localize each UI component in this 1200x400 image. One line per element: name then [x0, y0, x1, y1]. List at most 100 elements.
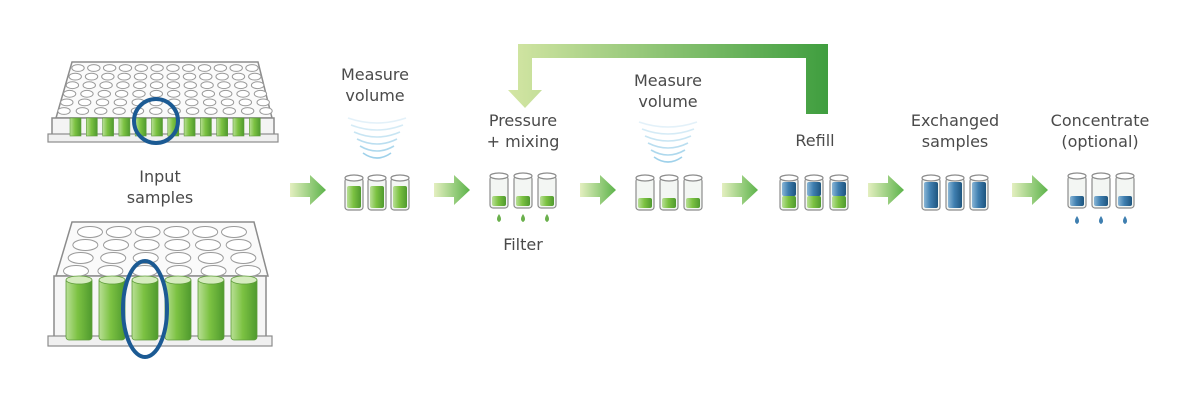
well	[132, 89, 146, 98]
concentrate-tube	[1067, 172, 1087, 224]
step-arrow	[868, 175, 904, 205]
well	[113, 98, 128, 107]
well	[219, 89, 233, 98]
well	[182, 72, 197, 81]
well	[116, 81, 130, 90]
measure-wave-icon	[638, 121, 698, 163]
sample-tube	[151, 117, 163, 137]
well	[80, 89, 94, 98]
sample-tube	[390, 174, 410, 211]
step-arrow	[580, 175, 616, 205]
sample-tube	[118, 117, 131, 137]
highlight-ring	[121, 259, 169, 359]
well	[95, 98, 110, 107]
well	[62, 89, 77, 98]
sample-tube	[367, 174, 387, 211]
well	[235, 265, 261, 277]
well	[57, 107, 71, 115]
well	[87, 64, 101, 72]
well	[103, 239, 129, 251]
well	[112, 107, 126, 115]
refill-tube	[779, 174, 799, 211]
sample-tube	[635, 174, 655, 211]
24-well-plate	[47, 221, 273, 359]
drop	[1075, 216, 1079, 224]
well	[149, 81, 164, 90]
sample-tube	[200, 117, 212, 137]
concentrate-tube	[1115, 172, 1135, 224]
well	[245, 64, 259, 72]
well	[183, 81, 197, 90]
well	[192, 226, 219, 238]
well	[166, 64, 180, 72]
concentrate-tube	[1091, 172, 1111, 224]
well	[133, 72, 148, 81]
well	[75, 107, 90, 115]
well	[201, 89, 216, 98]
well	[105, 226, 132, 238]
well	[118, 64, 133, 72]
pressure-mixing-label: Pressure+ mixing	[486, 111, 560, 151]
well	[150, 72, 164, 81]
well	[200, 81, 214, 90]
step-arrow	[434, 175, 470, 205]
96-well-plate	[47, 61, 279, 145]
well	[150, 64, 164, 72]
well	[253, 89, 268, 98]
sample-tube	[683, 174, 703, 211]
well	[166, 89, 181, 98]
refill-tube	[829, 174, 849, 211]
well	[134, 64, 148, 72]
well	[248, 72, 262, 81]
well	[82, 81, 96, 90]
well	[217, 81, 231, 90]
well	[256, 98, 270, 107]
well	[236, 89, 250, 98]
well	[185, 107, 200, 115]
well	[240, 107, 255, 115]
well	[231, 72, 246, 81]
sample-tube	[659, 174, 679, 211]
sample-tube	[183, 117, 196, 137]
drop	[1099, 216, 1103, 224]
well	[230, 252, 257, 264]
sample-tube	[131, 277, 159, 341]
filter-tube	[513, 172, 533, 222]
well	[204, 107, 218, 115]
sample-tube	[249, 117, 261, 137]
well	[229, 64, 243, 72]
well	[149, 107, 163, 115]
well	[133, 239, 160, 251]
refill-label: Refill	[795, 131, 835, 150]
well	[100, 252, 127, 264]
well	[133, 81, 147, 90]
step-arrow	[1012, 175, 1048, 205]
well	[67, 252, 94, 264]
well	[213, 64, 228, 72]
well	[215, 72, 229, 81]
measure-wave-icon	[347, 117, 407, 159]
well	[202, 98, 217, 107]
well	[71, 64, 85, 72]
repeat-loop-arrow	[508, 44, 828, 114]
well	[101, 72, 115, 81]
sample-tube	[230, 277, 258, 341]
well	[222, 107, 236, 115]
well	[134, 226, 161, 238]
well	[166, 72, 180, 81]
well	[250, 81, 265, 90]
well	[238, 98, 253, 107]
well	[185, 98, 199, 107]
well	[220, 98, 235, 107]
well	[199, 72, 213, 81]
sample-tube	[216, 117, 228, 137]
highlight-ring	[132, 97, 180, 145]
well	[166, 265, 193, 277]
well	[102, 64, 117, 72]
sample-tube	[344, 174, 364, 211]
well	[63, 265, 89, 277]
